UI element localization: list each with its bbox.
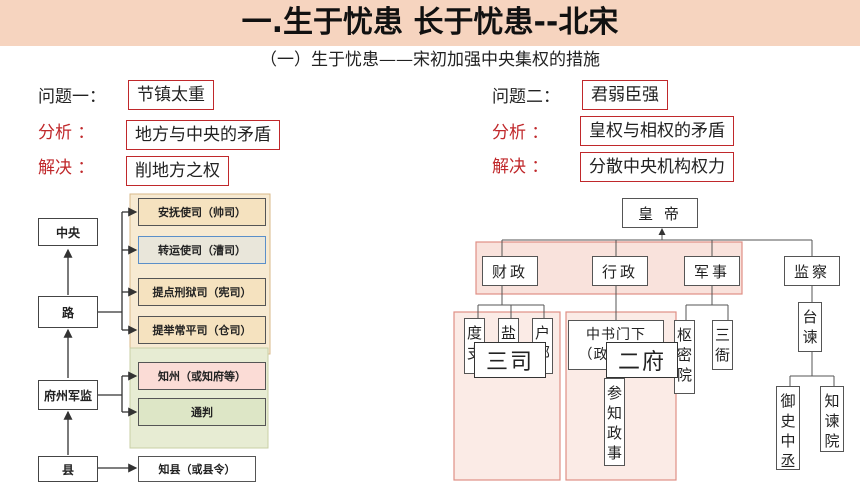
branch-supervision: 监察	[784, 256, 840, 286]
branch-finance: 财政	[482, 256, 538, 286]
problem1-solution-label: 解决 ：	[38, 158, 95, 178]
problem2-label: 问题二：	[492, 87, 560, 107]
page-title: 一.生于忧患 长于忧患--北宋	[241, 5, 619, 40]
level-county: 县	[38, 456, 98, 482]
problem2-solution-value: 分散中央机构权力	[580, 152, 734, 182]
office-zhuanyun: 转运使司（漕司）	[138, 236, 266, 264]
office-canzhi: 参知政事	[604, 378, 625, 466]
problem1-label: 问题一：	[38, 87, 106, 107]
office-zhijian: 知谏院	[820, 386, 844, 452]
problem2-analysis-value: 皇权与相权的矛盾	[580, 116, 734, 146]
office-tiju: 提举常平司（仓司）	[138, 316, 266, 344]
problem2-value: 君弱臣强	[582, 80, 668, 110]
problem1-solution-value: 削地方之权	[126, 156, 229, 186]
office-tongpan: 通判	[138, 398, 266, 426]
problem1-value: 节镇太重	[128, 80, 214, 110]
office-zhizhou: 知州（或知府等）	[138, 362, 266, 390]
office-tidian: 提点刑狱司（宪司）	[138, 278, 266, 306]
level-zhou: 府州军监	[38, 380, 98, 410]
problem1-analysis-value: 地方与中央的矛盾	[126, 120, 280, 150]
title-banner	[0, 0, 860, 46]
level-lu: 路	[38, 296, 98, 328]
level-central: 中央	[38, 218, 98, 246]
problem2-analysis-label: 分析 ：	[492, 123, 549, 143]
branch-military: 军事	[684, 256, 740, 286]
branch-admin: 行政	[592, 256, 648, 286]
office-yushi: 御史中丞	[776, 386, 800, 470]
node-emperor: 皇 帝	[622, 198, 698, 228]
problem1-analysis-label: 分析 ：	[38, 123, 95, 143]
office-anfu: 安抚使司（帅司）	[138, 198, 266, 226]
overlay-erfu: 二府	[606, 342, 678, 378]
office-sanya: 三衙	[712, 320, 733, 370]
office-zhixian: 知县（或县令）	[138, 456, 256, 482]
overlay-sansi: 三司	[474, 342, 546, 378]
page-subtitle: （一）生于忧患——宋初加强中央集权的措施	[260, 50, 600, 70]
office-taijian: 台谏	[798, 302, 822, 352]
problem2-solution-label: 解决 ：	[492, 157, 549, 177]
